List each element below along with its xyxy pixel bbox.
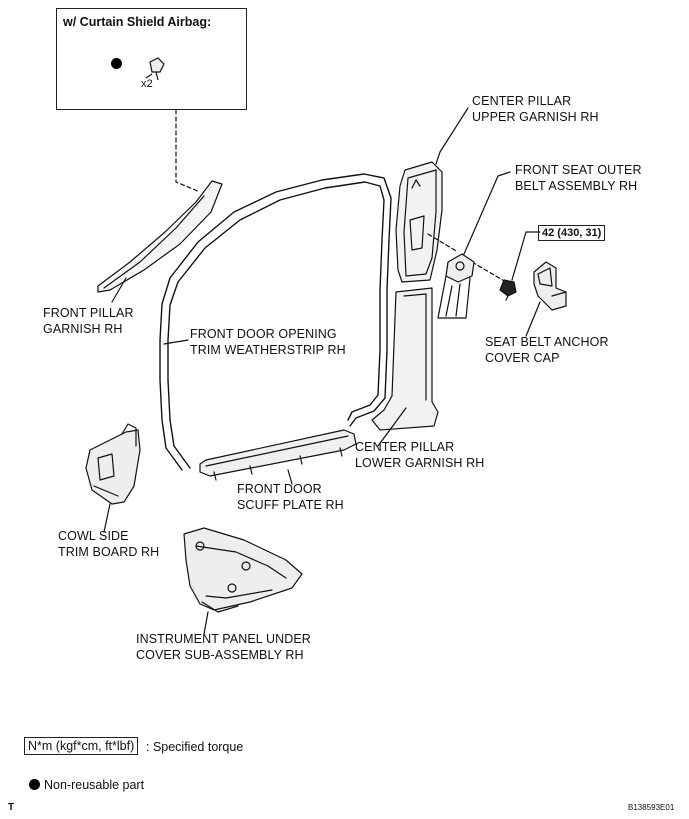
center-pillar-upper-shape	[395, 161, 443, 283]
torque-value-box: 42 (430, 31)	[538, 225, 606, 241]
legend-nonreusable-desc: Non-reusable part	[44, 778, 145, 792]
leader-center-lower	[377, 407, 407, 447]
leader-center-upper	[435, 107, 469, 165]
bolt-leader-dashed	[471, 261, 507, 283]
belt-bolt-leader-dashed	[427, 233, 459, 253]
label-weatherstrip: FRONT DOOR OPENING TRIM WEATHERSTRIP RH	[190, 327, 346, 357]
footer-left-mark: T	[8, 802, 15, 813]
filled-circle-icon	[29, 779, 40, 790]
clip-count: x2	[141, 78, 153, 90]
leader-front-pillar	[111, 277, 127, 303]
leader-scuff-plate	[287, 469, 293, 485]
leader-cover-cap	[525, 301, 541, 337]
label-center-pillar-upper: CENTER PILLAR UPPER GARNISH RH	[472, 94, 599, 124]
label-seat-belt-cap: SEAT BELT ANCHOR COVER CAP	[485, 335, 609, 365]
label-cowl-side: COWL SIDE TRIM BOARD RH	[58, 529, 160, 559]
legend-torque-unit: N*m (kgf*cm, ft*lbf)	[24, 737, 139, 755]
airbag-inset-box: w/ Curtain Shield Airbag:	[56, 8, 247, 110]
label-instrument-panel: INSTRUMENT PANEL UNDER COVER SUB-ASSEMBL…	[136, 632, 311, 662]
cover-cap-shape	[533, 261, 567, 311]
filled-circle-icon	[111, 58, 122, 69]
weatherstrip-shape	[159, 173, 392, 471]
leader-cowl-side	[103, 503, 111, 533]
label-center-pillar-lower: CENTER PILLAR LOWER GARNISH RH	[355, 440, 485, 470]
leader-weatherstrip	[163, 339, 189, 345]
figure-id: B138593E01	[628, 803, 675, 812]
leader-seat-belt	[463, 171, 511, 255]
label-front-seat-belt: FRONT SEAT OUTER BELT ASSEMBLY RH	[515, 163, 642, 193]
inset-title: w/ Curtain Shield Airbag:	[63, 15, 212, 29]
legend-torque-desc: : Specified torque	[146, 740, 244, 754]
seat-belt-shape	[437, 253, 475, 319]
cowl-side-shape	[85, 423, 141, 505]
scuff-plate-shape	[199, 429, 357, 481]
clip-icon	[145, 57, 165, 81]
leader-instrument-panel	[203, 611, 209, 635]
center-pillar-lower-shape	[371, 287, 439, 431]
bolt-shape	[499, 279, 517, 301]
leader-torque	[511, 231, 541, 281]
label-scuff-plate: FRONT DOOR SCUFF PLATE RH	[237, 482, 344, 512]
front-pillar-garnish-shape	[97, 180, 223, 293]
inset-leader-dashed	[175, 109, 201, 193]
label-front-pillar-garnish: FRONT PILLAR GARNISH RH	[43, 306, 134, 336]
instrument-panel-cover-shape	[183, 527, 303, 613]
